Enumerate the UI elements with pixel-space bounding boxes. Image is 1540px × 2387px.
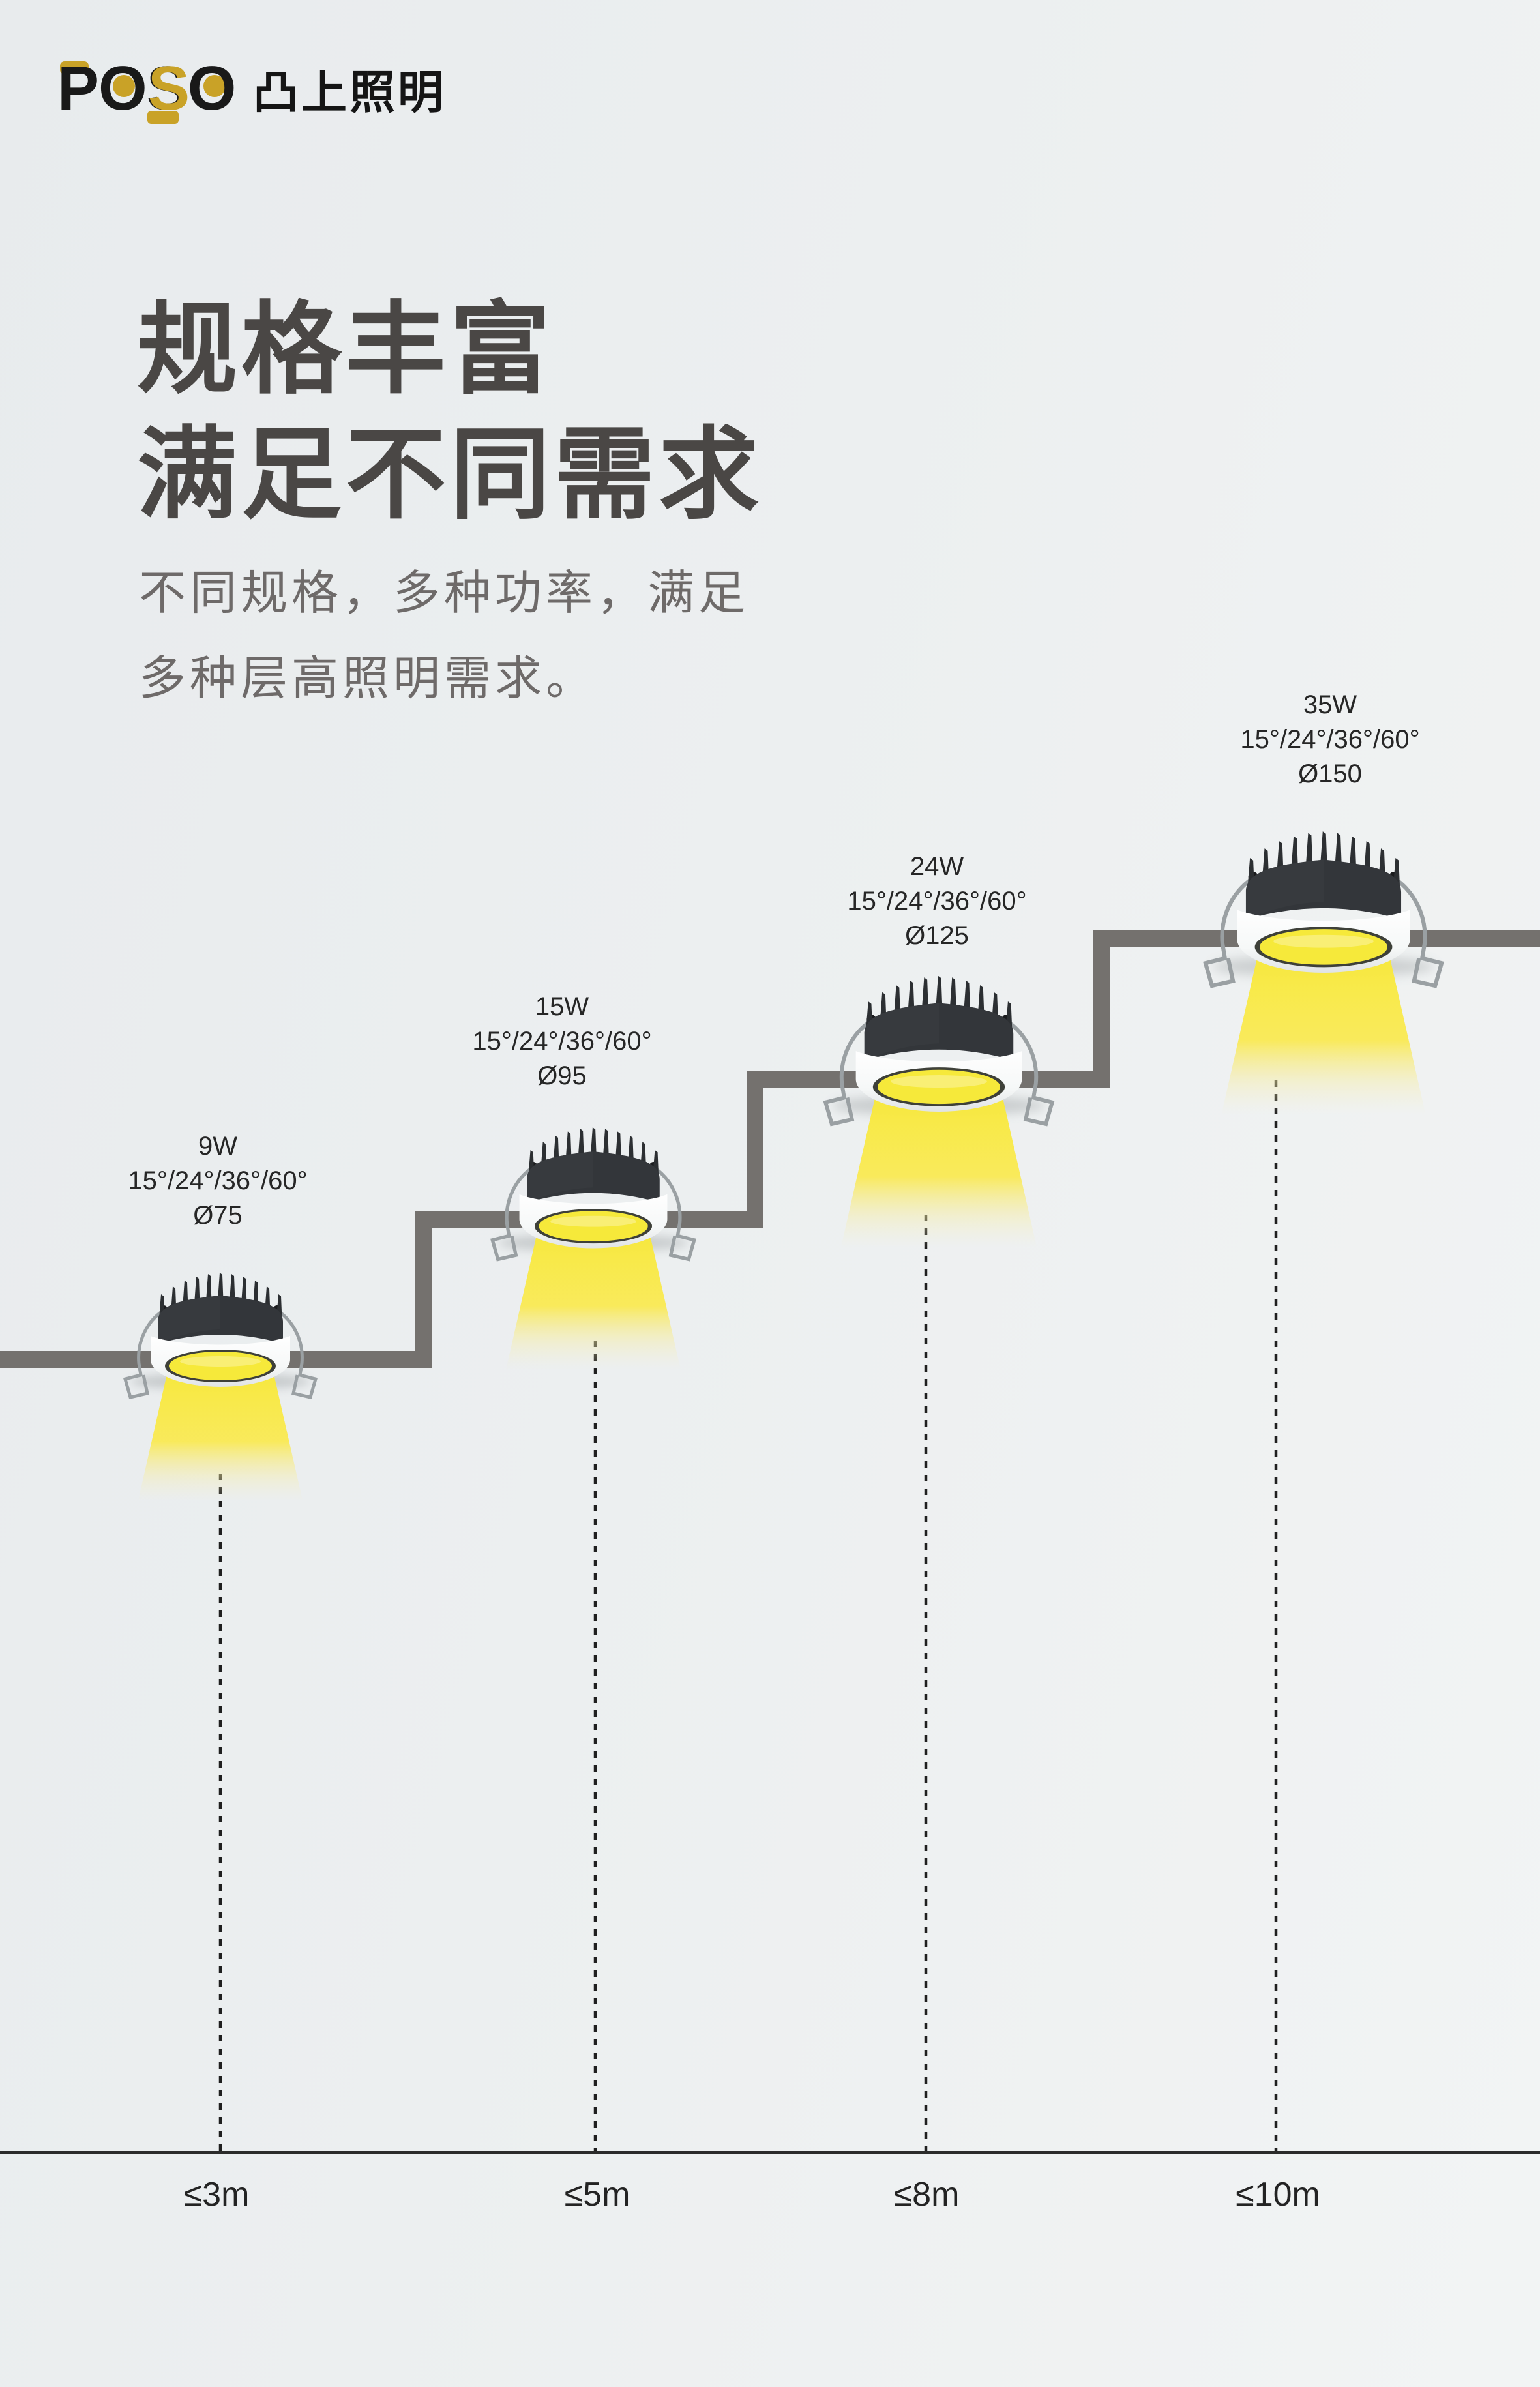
lamp-aperture <box>539 1211 648 1241</box>
cutout-label: Ø75 <box>193 1201 243 1230</box>
light-beam <box>841 1090 1037 1247</box>
staircase-ceiling-line <box>0 930 1540 1368</box>
spec-label-35w: 35W 15°/24°/36°/60° Ø150 <box>1121 688 1539 792</box>
light-beam <box>506 1228 681 1369</box>
spec-label-24w: 24W 15°/24°/36°/60° Ø125 <box>728 850 1146 953</box>
power-label: 35W <box>1303 690 1357 719</box>
downlight-fixture <box>823 975 1055 1247</box>
spec-label-9w: 9W 15°/24°/36°/60° Ø75 <box>9 1129 426 1233</box>
power-label: 9W <box>198 1132 237 1161</box>
light-beam <box>1221 950 1426 1114</box>
brand-logo: POSO S 凸上照明 <box>57 55 446 124</box>
page-title-line2: 满足不同需求 <box>137 419 763 531</box>
downlight-fixture <box>1203 831 1444 1114</box>
cutout-label: Ø125 <box>905 921 969 950</box>
lamp-aperture <box>169 1352 272 1380</box>
logo-text: POSO <box>57 55 235 123</box>
height-label-8m: ≤8m <box>893 2176 960 2214</box>
beam-angles-label: 15°/24°/36°/60° <box>472 1027 652 1056</box>
page-title: 规格丰富 满足不同需求 <box>137 287 763 537</box>
height-label-10m: ≤10m <box>1236 2176 1320 2214</box>
page-subtitle: 不同规格，多种功率，满足 多种层高照明需求。 <box>139 551 749 722</box>
beam-angles-label: 15°/24°/36°/60° <box>847 887 1027 915</box>
light-beam <box>138 1369 303 1500</box>
logo-cn-text: 凸上照明 <box>253 67 446 118</box>
power-label: 15W <box>535 992 589 1021</box>
page-title-line1: 规格丰富 <box>137 293 555 406</box>
height-label-5m: ≤5m <box>564 2176 630 2214</box>
logo-s-tail-accent <box>147 111 179 124</box>
downlight-fixture <box>490 1127 697 1369</box>
beam-angles-label: 15°/24°/36°/60° <box>128 1166 308 1195</box>
cutout-label: Ø95 <box>537 1061 587 1090</box>
height-label-3m: ≤3m <box>183 2176 250 2214</box>
downlight-fixture <box>123 1273 318 1500</box>
logo-o1-accent <box>113 75 135 97</box>
spec-label-15w: 15W 15°/24°/36°/60° Ø95 <box>353 990 771 1093</box>
lamp-aperture <box>1260 929 1387 965</box>
logo-o2-accent <box>203 75 226 97</box>
power-label: 24W <box>910 852 964 881</box>
beam-angles-label: 15°/24°/36°/60° <box>1240 725 1420 754</box>
logo-p-accent <box>60 61 89 74</box>
page-subtitle-line2: 多种层高照明需求。 <box>139 653 597 705</box>
cutout-label: Ø150 <box>1298 760 1362 788</box>
lamp-aperture <box>877 1069 1001 1105</box>
page-subtitle-line1: 不同规格，多种功率，满足 <box>139 567 750 619</box>
logo-accent-letter: S <box>148 55 190 123</box>
